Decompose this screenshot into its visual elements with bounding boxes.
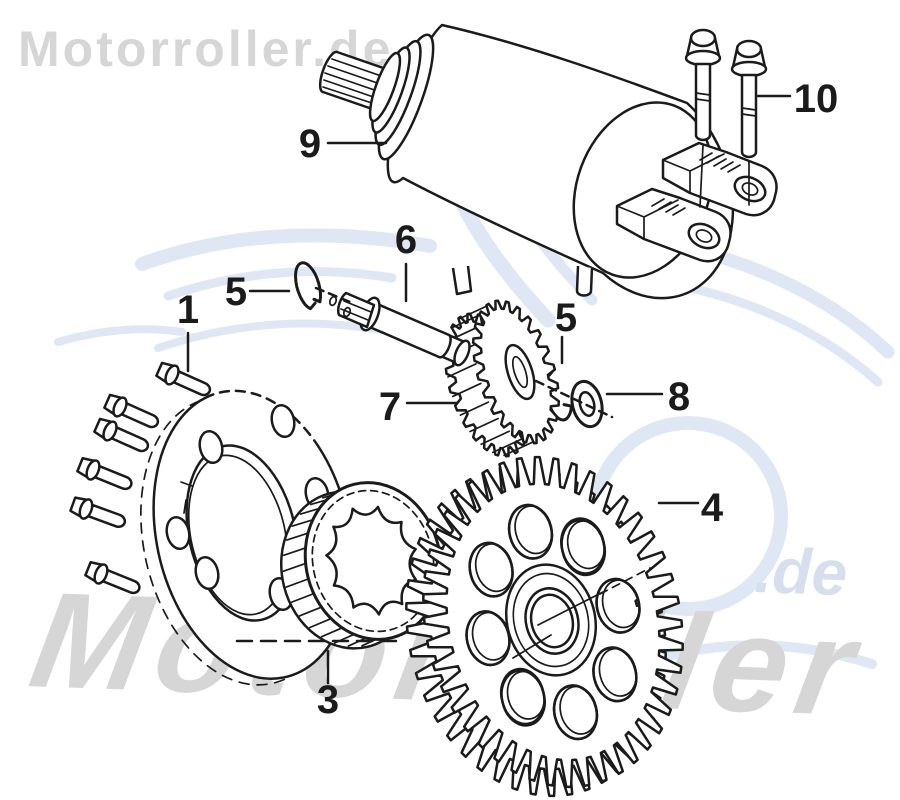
mount-bolt-right (730, 39, 768, 206)
motor-upper-mount-lug (661, 141, 778, 217)
one-way-clutch (279, 481, 443, 650)
callout-9: 9 (299, 122, 321, 166)
axis-lines (235, 286, 614, 643)
clutch-inner-scallop (325, 505, 418, 616)
callout-7: 7 (379, 385, 401, 429)
flange-bolt-set (69, 361, 212, 595)
idle-gear-tooth-ridges (445, 304, 533, 457)
callout-3: 3 (317, 678, 339, 722)
motor-lower-mount-lug (615, 187, 732, 263)
motor-mount-bolts (684, 28, 768, 208)
callout-1: 1 (177, 288, 199, 332)
starter-driven-gear (405, 455, 684, 798)
callout-10: 10 (794, 77, 839, 121)
driven-gear-holes (465, 503, 641, 741)
callout-5a: 5 (225, 270, 247, 314)
starter-idle-shaft (328, 291, 471, 367)
diagram-layer (69, 23, 778, 798)
callout-4: 4 (701, 486, 724, 530)
motor-terminal-pin (575, 265, 594, 297)
circlip-left (294, 261, 322, 311)
callout-8: 8 (668, 375, 690, 419)
callout-layer: 1 5 6 9 10 5 7 8 4 3 (177, 77, 838, 722)
callout-5b: 5 (555, 296, 577, 340)
starter-motor (318, 23, 778, 300)
watermark-bottom-suffix: .de (754, 534, 849, 609)
motor-lower-tab (451, 265, 473, 296)
callout-6: 6 (395, 218, 417, 262)
motor-collar-rings (368, 33, 435, 161)
driven-gear-hub (504, 563, 651, 677)
mount-bolt-left (684, 28, 722, 208)
